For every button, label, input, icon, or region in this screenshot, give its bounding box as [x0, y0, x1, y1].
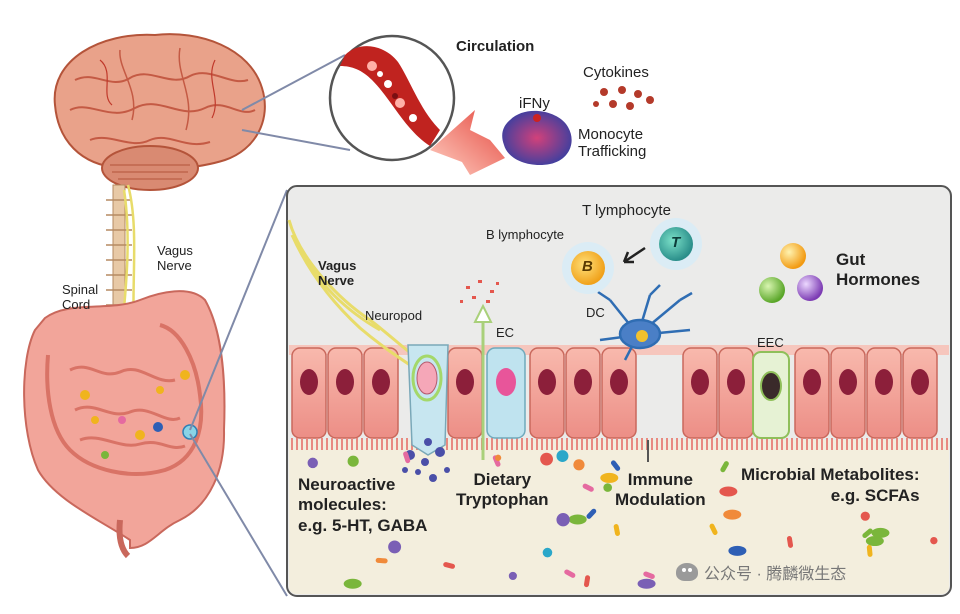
microbe [494, 454, 502, 461]
microbe [556, 513, 570, 527]
microbes [307, 450, 938, 589]
microbe [613, 524, 620, 536]
monocyte [502, 110, 572, 166]
microbe [403, 451, 411, 464]
vagus-nerve-inset-label: Vagus Nerve [318, 258, 357, 288]
b-cell-letter: B [582, 258, 593, 275]
microbe [719, 486, 738, 497]
microbe [564, 569, 576, 578]
cell-nucleus [839, 369, 857, 395]
cell-nucleus [372, 369, 390, 395]
microbe [865, 536, 884, 547]
microbe [637, 578, 656, 589]
microbe [643, 571, 655, 580]
monocyte-trafficking-label: Monocyte Trafficking [578, 126, 647, 161]
serotonin-particles [460, 280, 499, 303]
microbe [603, 483, 613, 492]
cytokines-label: Cytokines [583, 64, 649, 81]
microbe [866, 544, 873, 557]
microbe [508, 571, 517, 581]
microbe [720, 461, 729, 473]
ec-label: EC [496, 325, 515, 340]
microbe [786, 535, 794, 548]
microbe [388, 540, 402, 554]
t-to-b-arrow [622, 246, 646, 264]
vagus-nerve-inset [287, 219, 421, 367]
microbe [556, 450, 569, 463]
watermark: 公众号 · 腾麟微生态 [676, 560, 846, 584]
microbe [568, 514, 587, 525]
microbe [871, 527, 890, 538]
wechat-logo-icon [676, 563, 698, 581]
zoom-lines [189, 54, 351, 597]
gut-hormone-spheres [759, 243, 823, 303]
epithelial-cell-layer [291, 347, 938, 439]
circulation-label: Circulation [456, 38, 535, 55]
watermark-text: 公众号 · 腾麟微生态 [704, 566, 847, 583]
microbe [723, 509, 742, 520]
dietary-tryptophan-label: Dietary Tryptophan [456, 470, 549, 510]
dendritic-cell [597, 284, 693, 361]
microbial-metabolites-label: Microbial Metabolites: e.g. SCFAs [741, 465, 920, 506]
cell-nucleus [538, 369, 556, 395]
cell-nucleus [691, 369, 709, 395]
b-lymphocyte [562, 242, 614, 294]
microbe [540, 452, 553, 466]
microbe [862, 528, 873, 538]
neuropod-label: Neuropod [365, 308, 423, 323]
neuroactive-molecule-dots [402, 438, 450, 482]
microbe [582, 483, 594, 492]
immune-modulation-label: Immune Modulation [615, 470, 706, 510]
cell-nucleus [803, 369, 821, 395]
circulation-arrow [430, 110, 505, 175]
t-lymphocyte [650, 218, 702, 270]
microbe [930, 536, 938, 545]
microbe [586, 508, 597, 519]
microbe [610, 460, 621, 471]
microbe [492, 455, 501, 467]
cell-nucleus [610, 369, 628, 395]
cell-nucleus [727, 369, 745, 395]
cell-nucleus [574, 369, 592, 395]
gut-hormones-label: Gut Hormones [836, 250, 921, 289]
spinal-cord-label: Spinal Cord [62, 282, 99, 312]
microbe [443, 562, 456, 569]
microvilli [291, 438, 948, 450]
eec-cell [752, 351, 790, 439]
ifny-label: iFNy [519, 95, 550, 112]
cell-nucleus [875, 369, 893, 395]
cell-nucleus [456, 369, 474, 395]
neuroactive-label: Neuroactive molecules: e.g. 5-HT, GABA [298, 475, 428, 535]
microbe [583, 575, 591, 588]
microbe [347, 455, 359, 467]
t-lymphocyte-label: T lymphocyte [582, 202, 671, 219]
microbe [709, 523, 718, 535]
vagus-nerve-label: Vagus Nerve [157, 243, 193, 273]
microbe [542, 547, 553, 558]
t-cell-letter: T [671, 234, 681, 251]
microbe [860, 511, 870, 521]
b-lymphocyte-label: B lymphocyte [486, 227, 565, 242]
microbe [375, 557, 388, 564]
tryptophan-arrow [473, 303, 493, 460]
microbe [573, 459, 585, 471]
microbe [307, 457, 318, 469]
dc-label: DC [586, 305, 605, 320]
microbe [728, 545, 747, 556]
intestine [23, 290, 226, 559]
ec-cell [486, 347, 526, 439]
cell-nucleus [911, 369, 929, 395]
cell-nucleus [300, 369, 318, 395]
microbe [600, 472, 619, 483]
microbe [343, 578, 362, 589]
eec-label: EEC [757, 335, 784, 350]
cytokine-dots [593, 86, 654, 110]
brain [53, 33, 266, 191]
cell-nucleus [336, 369, 354, 395]
circulation-lens [328, 34, 456, 162]
